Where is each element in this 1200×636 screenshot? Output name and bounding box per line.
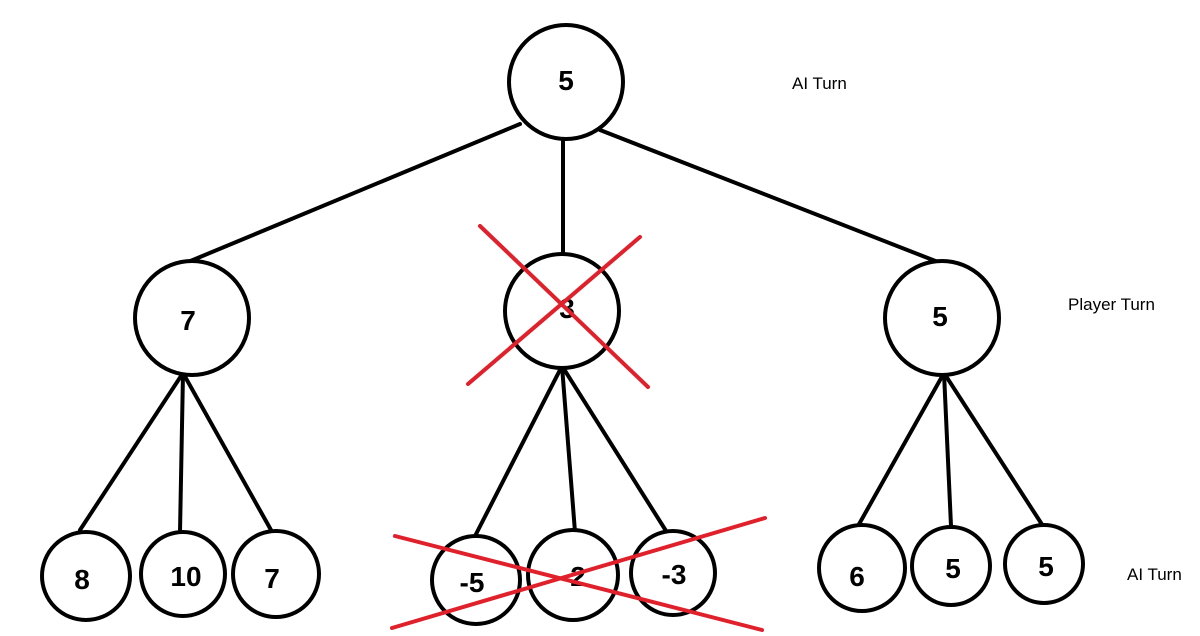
leaf-edges (78, 364, 1045, 542)
edge-left-leaf3 (181, 371, 273, 532)
leaf-node-4-value: -5 (460, 567, 485, 598)
level1-node-right-value: 5 (932, 301, 948, 332)
edge-middle-leaf3 (560, 364, 670, 536)
leaf-node-9: 5 (1003, 523, 1085, 605)
leaf-node-8-value: 5 (945, 553, 961, 584)
pruned-cross-leaves-stroke-a (393, 534, 764, 632)
edge-right-leaf1 (856, 371, 946, 528)
pruned-cross-level1-stroke-a (478, 224, 650, 389)
edge-left-leaf1 (78, 371, 185, 532)
leaf-node-1: 8 (40, 530, 132, 622)
leaf-node-7-value: 6 (849, 561, 865, 592)
leaf-node-4: -5 (430, 534, 522, 626)
leaf-node-8: 5 (910, 525, 992, 607)
edge-root-right (598, 128, 940, 264)
leaf-node-2-value: 10 (170, 561, 201, 592)
leaf-node-1-value: 8 (74, 564, 90, 595)
leaf-node-9-value: 5 (1038, 551, 1054, 582)
edge-middle-leaf1 (471, 364, 564, 542)
edge-right-leaf3 (942, 371, 1045, 528)
ai-turn-label-top: AI Turn (792, 74, 847, 93)
leaf-node-3: 7 (231, 529, 321, 619)
root-node-value: 5 (558, 65, 574, 96)
level1-node-right: 5 (883, 259, 1001, 377)
leaf-node-7: 6 (817, 523, 907, 613)
pruned-cross-leaves (390, 516, 767, 632)
edge-root-left (186, 122, 522, 264)
leaf-node-6-value: -3 (662, 559, 687, 590)
level1-node-left-value: 7 (180, 305, 196, 336)
ai-turn-label-bottom: AI Turn (1127, 565, 1182, 584)
leaf-node-2: 10 (139, 530, 227, 618)
pruned-cross-leaves-stroke-b (390, 516, 767, 630)
root-edges (186, 122, 940, 264)
edge-right-leaf2 (942, 371, 953, 528)
pruned-cross-level1-stroke-b (466, 235, 642, 386)
edge-left-leaf2 (178, 371, 185, 534)
edge-middle-leaf2 (560, 364, 577, 534)
level1-node-left: 7 (133, 259, 251, 377)
pruned-cross-level1 (466, 224, 650, 389)
leaf-node-3-value: 7 (264, 563, 280, 594)
player-turn-label: Player Turn (1068, 295, 1155, 314)
root-node: 5 (507, 23, 625, 141)
